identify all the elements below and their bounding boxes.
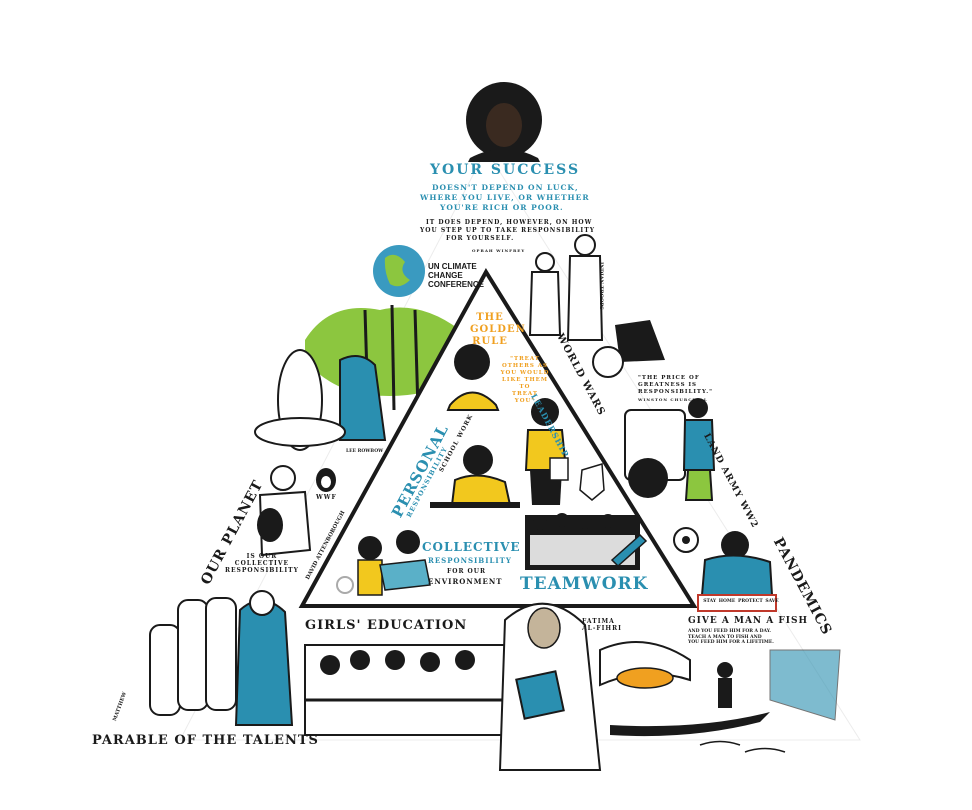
treat-6: YOU" <box>514 398 536 404</box>
fish-line-1: AND YOU FEED HIM FOR A DAY. <box>688 629 771 634</box>
girl-leader <box>524 398 605 505</box>
churchill-quote: "THE PRICE OF GREATNESS IS RESPONSIBILIT… <box>638 375 713 403</box>
pandemic-speaker <box>697 531 777 612</box>
golden-rule-quote: "TREAT OTHERS AS YOU WOULD LIKE THEM TO … <box>500 356 550 405</box>
wwf-panda-icon <box>316 468 336 492</box>
collective-label: COLLECTIVE <box>422 540 521 554</box>
girls-education-label: GIRLS' EDUCATION <box>305 618 468 633</box>
boy-portrait <box>446 344 500 411</box>
stay-label: STAY <box>703 599 717 604</box>
environment-label: ENVIRONMENT <box>428 577 503 586</box>
un-climate-line-3: CONFERENCE <box>428 280 485 289</box>
fish-hands-illustration <box>599 641 691 689</box>
price-1: "THE PRICE OF <box>638 375 700 381</box>
success-line-5: YOU STEP UP TO TAKE RESPONSIBILITY <box>420 227 595 234</box>
fatima-label: FATIMA AL-FIHRI <box>582 618 622 632</box>
for-our-label: FOR OUR <box>447 568 487 575</box>
responsibility-small-label: RESPONSIBILITY <box>225 567 299 574</box>
success-line-1: DOESN'T DEPEND ON LUCK, <box>432 183 579 192</box>
fatima-illustration <box>498 602 602 771</box>
un-climate-label: UN CLIMATE CHANGE CONFERENCE <box>428 262 484 289</box>
is-our-label: IS OUR <box>246 553 278 560</box>
indian-troops-label: INDIAN TROOPS <box>598 262 604 310</box>
golden-rule-3: RULE <box>472 336 508 347</box>
un-climate-line-1: UN CLIMATE <box>428 262 477 271</box>
fish-line-3: YOU FEED HIM FOR A LIFETIME. <box>688 640 774 645</box>
golden-rule-2: GOLDEN <box>470 324 526 335</box>
your-success-title: YOUR SUCCESS <box>430 162 581 178</box>
teamwork-label: TEAMWORK <box>520 574 649 594</box>
oprah-attribution: OPRAH WINFREY <box>472 248 526 253</box>
fisherman-illustration <box>610 649 841 753</box>
success-line-6: FOR YOURSELF. <box>446 235 515 242</box>
talents-figures <box>149 590 294 726</box>
success-line-2: WHERE YOU LIVE, OR WHETHER <box>420 193 590 202</box>
fish-line-2: TEACH A MAN TO FISH AND <box>688 634 762 640</box>
golden-rule-title: THE GOLDEN RULE <box>470 312 526 348</box>
price-3: RESPONSIBILITY." <box>638 389 713 395</box>
fish-proverb: AND YOU FEED HIM FOR A DAY. TEACH A MAN … <box>688 629 774 646</box>
classroom-illustration <box>304 644 506 736</box>
parable-of-talents-label: PARABLE OF THE TALENTS <box>92 733 319 748</box>
wwf-label: WWF <box>316 494 337 501</box>
success-line-4: IT DOES DEPEND, HOWEVER, ON HOW <box>426 219 593 226</box>
un-climate-line-2: CHANGE <box>428 271 463 280</box>
virus-icon <box>673 527 699 553</box>
forest-illustration <box>254 304 460 451</box>
treat-2: OTHERS AS <box>502 363 548 369</box>
save-label: SAVE <box>765 599 779 604</box>
soldiers-illustration <box>528 234 665 378</box>
planet-subtitle: IS OUR COLLECTIVE RESPONSIBILITY <box>225 553 299 574</box>
treat-1: "TREAT <box>510 356 540 362</box>
attenborough-illustration <box>257 465 312 557</box>
golden-rule-1: THE <box>476 312 504 323</box>
teamwork-group <box>525 513 648 570</box>
treat-5: TREAT <box>512 391 538 397</box>
pandemic-slogan: STAY HOME PROTECT SAVE <box>702 598 780 605</box>
give-fish-label: GIVE A MAN A FISH <box>688 616 809 626</box>
collective-responsibility-label: RESPONSIBILITY <box>428 556 512 565</box>
success-line-3: YOU'RE RICH OR POOR. <box>440 203 564 212</box>
treat-3: YOU WOULD <box>500 370 550 376</box>
home-label: HOME <box>718 599 736 604</box>
studying-boy <box>430 445 520 508</box>
collective-kids <box>336 530 431 596</box>
price-2: GREATNESS IS <box>638 382 698 388</box>
fatima-line-1: FATIMA <box>582 618 615 625</box>
treat-4: LIKE THEM TO <box>502 377 548 390</box>
fatima-line-2: AL-FIHRI <box>582 625 622 632</box>
oprah-portrait <box>466 82 542 162</box>
price-attr: WINSTON CHURCHILL <box>638 397 708 402</box>
land-army-illustration <box>624 398 716 501</box>
protect-label: PROTECT <box>737 599 763 604</box>
collective-small-label: COLLECTIVE <box>234 560 290 567</box>
globe-icon <box>373 245 425 297</box>
lee-rowbow-label: LEE ROWBOW <box>346 449 384 454</box>
